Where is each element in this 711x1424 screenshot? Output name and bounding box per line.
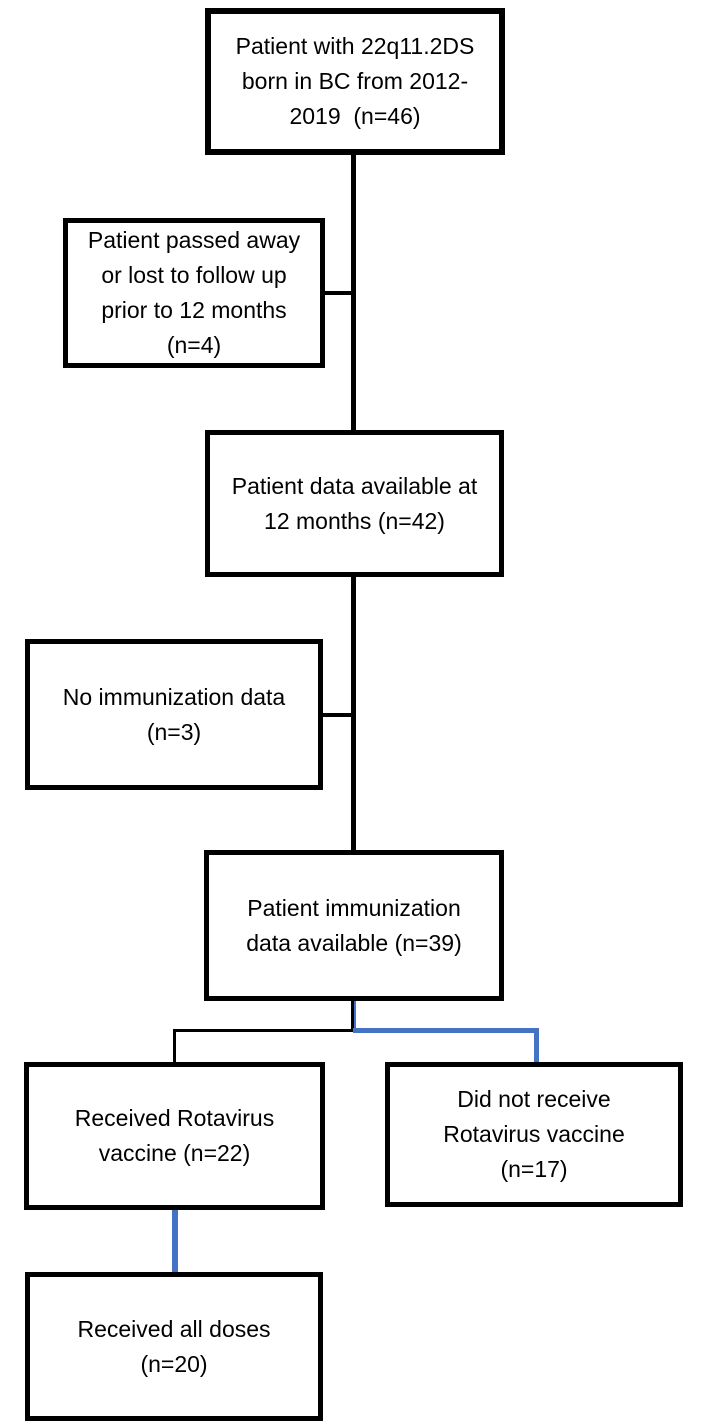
edge-right-branch-vertical bbox=[534, 1028, 539, 1066]
node-no-immunization: No immunization data (n=3) bbox=[25, 639, 323, 790]
node-data-12mo-text: Patient data available at 12 months (n=4… bbox=[231, 472, 478, 534]
node-received-all-doses: Received all doses (n=20) bbox=[25, 1272, 323, 1421]
node-cohort-text: Patient with 22q11.2DS born in BC from 2… bbox=[235, 33, 475, 129]
node-data-12mo: Patient data available at 12 months (n=4… bbox=[205, 430, 504, 577]
node-no-immunization-text: No immunization data (n=3) bbox=[62, 683, 286, 745]
edge-excluded-branch bbox=[323, 291, 354, 295]
node-did-not-receive-rotavirus-text: Did not receive Rotavirus vaccine (n=17) bbox=[443, 1086, 625, 1182]
edge-no-immunization-branch bbox=[321, 713, 354, 717]
edge-immunization-stub-blue bbox=[354, 1000, 356, 1031]
edge-immunization-stub bbox=[351, 998, 356, 1031]
node-immunization-available-text: Patient immunization data available (n=3… bbox=[246, 894, 462, 956]
edge-right-branch-horizontal bbox=[353, 1028, 539, 1033]
node-received-rotavirus-text: Received Rotavirus vaccine (n=22) bbox=[74, 1105, 275, 1166]
node-immunization-available: Patient immunization data available (n=3… bbox=[204, 850, 504, 1001]
node-excluded-12mo: Patient passed away or lost to follow up… bbox=[63, 218, 325, 368]
node-excluded-12mo-text: Patient passed away or lost to follow up… bbox=[87, 227, 301, 358]
edge-left-branch-horizontal bbox=[173, 1029, 354, 1032]
node-received-rotavirus: Received Rotavirus vaccine (n=22) bbox=[24, 1062, 325, 1210]
node-received-all-doses-text: Received all doses (n=20) bbox=[77, 1315, 271, 1377]
node-did-not-receive-rotavirus: Did not receive Rotavirus vaccine (n=17) bbox=[385, 1062, 683, 1207]
node-cohort: Patient with 22q11.2DS born in BC from 2… bbox=[205, 8, 505, 155]
edge-rotavirus-to-alldoses bbox=[172, 1207, 178, 1276]
edge-left-branch-vertical bbox=[173, 1030, 176, 1066]
